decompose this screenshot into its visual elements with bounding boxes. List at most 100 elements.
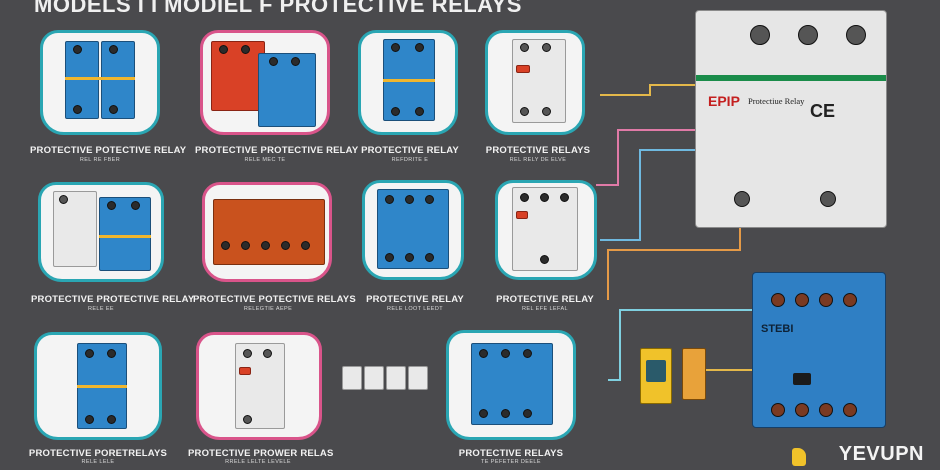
relay-module xyxy=(65,41,99,119)
green-stripe xyxy=(696,75,886,81)
terminal xyxy=(109,45,118,54)
label-stripe xyxy=(99,235,151,238)
card-sublabel: RELE LOOT LEEDT xyxy=(386,306,444,312)
terminal xyxy=(542,43,551,52)
label-stripe xyxy=(77,385,127,388)
terminal xyxy=(523,349,532,358)
terminal xyxy=(771,403,785,417)
terminal xyxy=(301,241,310,250)
card-sublabel: REFDRITE E xyxy=(391,157,429,163)
terminal xyxy=(59,195,68,204)
terminal xyxy=(425,195,434,204)
card-label: PROTECTIVE RELAY xyxy=(361,145,459,156)
relay-module xyxy=(213,199,325,265)
brand-logo: YEVUPN xyxy=(838,443,924,465)
card-sublabel: RELE EE xyxy=(87,306,115,312)
relay-indicator xyxy=(239,367,251,375)
schematic-module xyxy=(386,366,406,390)
terminal xyxy=(501,409,510,418)
terminal xyxy=(261,241,270,250)
terminal xyxy=(425,253,434,262)
card-label: PROTECTIVE PROTECTIVE RELAY xyxy=(31,294,195,305)
terminal xyxy=(542,107,551,116)
terminal xyxy=(540,193,549,202)
terminal xyxy=(385,253,394,262)
card-label: PROTECTIVE PORETRELAYS xyxy=(28,448,168,459)
terminal xyxy=(243,415,252,424)
relay-card-3[interactable] xyxy=(358,30,458,135)
relay-card-6[interactable] xyxy=(202,182,332,282)
page-title: MODELS I I MODIEL F PROTECTIVE RELAYS xyxy=(34,0,522,17)
relay-indicator xyxy=(516,65,530,73)
card-label: PROTECTIVE POTECTIVE RELAYS xyxy=(193,294,356,305)
relay-card-9[interactable] xyxy=(34,332,162,440)
brand-label: STEBI xyxy=(761,323,794,335)
terminal xyxy=(560,193,569,202)
schematic-module xyxy=(342,366,362,390)
relay-indicator xyxy=(516,211,528,219)
terminal xyxy=(243,349,252,358)
relay-card-2[interactable] xyxy=(200,30,330,135)
card-sublabel: REL RE FBER xyxy=(79,157,121,163)
terminal xyxy=(734,191,750,207)
terminal xyxy=(819,403,833,417)
card-sublabel: REL RELY DE ELVE xyxy=(509,157,567,163)
terminal xyxy=(415,43,424,52)
ce-mark: CE xyxy=(810,101,836,121)
wire-pink xyxy=(596,129,695,186)
card-sublabel: TE PEFETER DEELE xyxy=(481,459,541,465)
terminal xyxy=(221,241,230,250)
terminal xyxy=(520,43,529,52)
orange-device xyxy=(682,348,706,400)
terminal xyxy=(263,349,272,358)
label-stripe xyxy=(383,79,435,82)
terminal xyxy=(843,293,857,307)
large-blue-relay: STEBI xyxy=(752,272,886,428)
card-label: PROTECTIVE RELAY xyxy=(366,294,464,305)
card-label: PROTECTIVE RELAYS xyxy=(485,145,591,156)
terminal xyxy=(846,25,866,45)
terminal xyxy=(501,349,510,358)
terminal xyxy=(109,105,118,114)
terminal xyxy=(281,241,290,250)
card-sublabel: RRELE LELTE LEVELE xyxy=(225,459,291,465)
terminal xyxy=(385,195,394,204)
terminal xyxy=(523,409,532,418)
card-sublabel: RELEGTIE AEPE xyxy=(243,306,293,312)
relay-card-11[interactable] xyxy=(446,330,576,440)
terminal xyxy=(798,25,818,45)
terminal xyxy=(391,43,400,52)
terminal xyxy=(750,25,770,45)
card-label: PROTECTIVE POTECTIVE RELAY xyxy=(30,145,187,156)
terminal xyxy=(820,191,836,207)
relay-card-8[interactable] xyxy=(495,180,597,280)
relay-card-5[interactable] xyxy=(38,182,164,282)
terminal xyxy=(219,45,228,54)
relay-card-4[interactable] xyxy=(485,30,585,135)
relay-module xyxy=(258,53,316,127)
terminal xyxy=(795,403,809,417)
terminal xyxy=(269,57,278,66)
logo-icon xyxy=(792,448,806,466)
terminal xyxy=(771,293,785,307)
terminal xyxy=(843,403,857,417)
relay-card-10[interactable] xyxy=(196,332,322,440)
relay-module xyxy=(235,343,285,429)
label-stripe xyxy=(65,77,135,80)
card-sublabel: RELE LELE xyxy=(81,459,115,465)
terminal xyxy=(479,349,488,358)
card-label: PROTECTIVE RELAY xyxy=(496,294,594,305)
relay-module xyxy=(53,191,97,267)
terminal xyxy=(405,195,414,204)
relay-card-1[interactable] xyxy=(40,30,160,135)
wire-yellow xyxy=(600,84,695,96)
terminal xyxy=(107,349,116,358)
relay-card-7[interactable] xyxy=(362,180,464,280)
terminal xyxy=(795,293,809,307)
status-indicator xyxy=(793,373,811,385)
card-sublabel: REL EFE LEFAL xyxy=(522,306,568,312)
terminal xyxy=(73,45,82,54)
terminal xyxy=(241,45,250,54)
terminal xyxy=(540,255,549,264)
yellow-device-window xyxy=(646,360,666,382)
